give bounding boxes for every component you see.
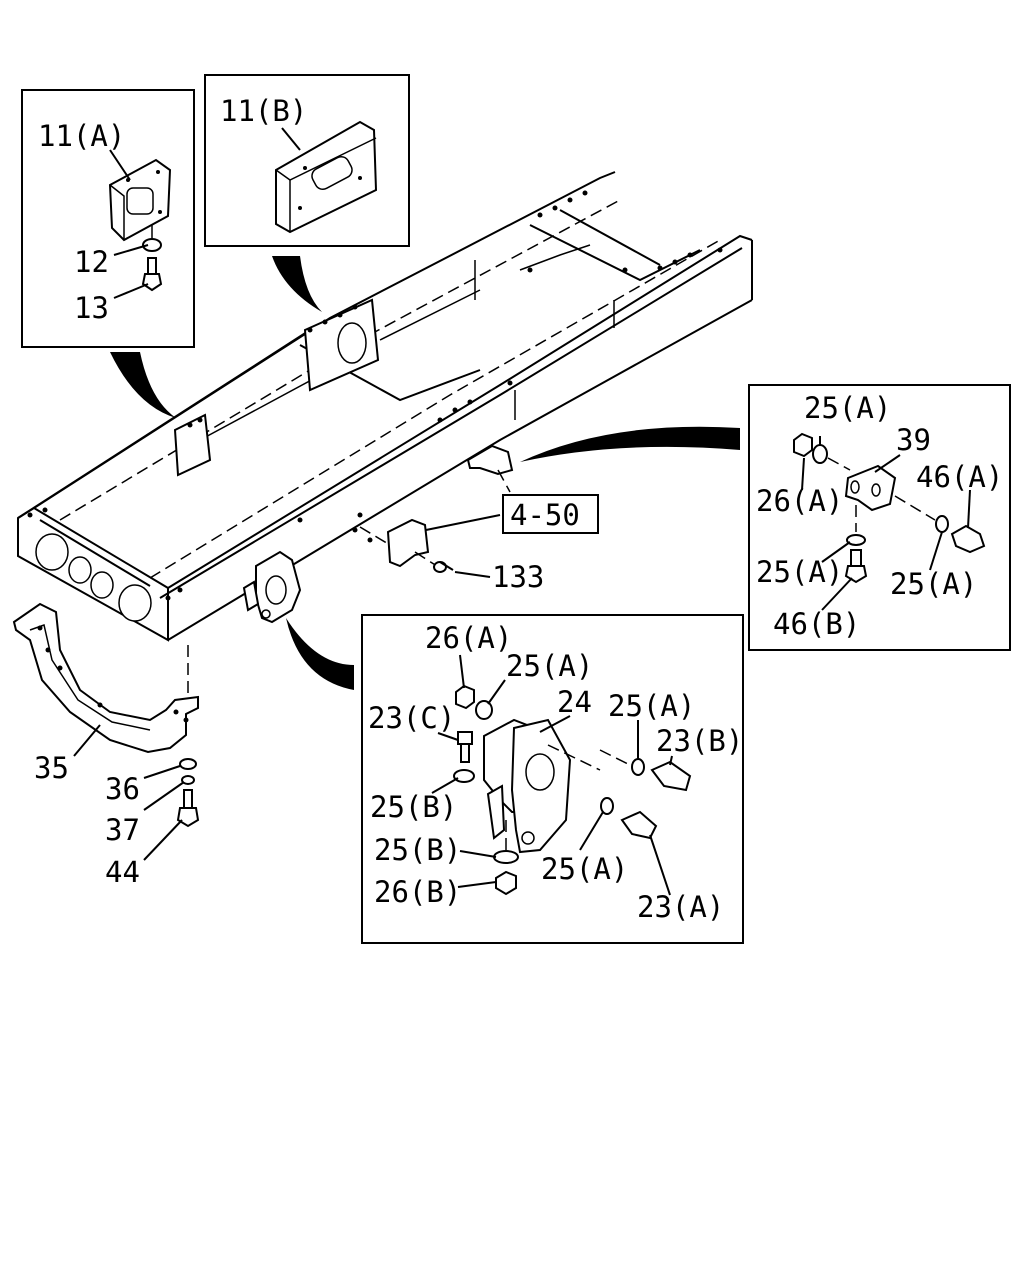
label-11a: 11(A) — [38, 119, 125, 153]
label-ref-4-50: 4-50 — [510, 498, 580, 532]
label-25b-1: 25(B) — [370, 790, 457, 824]
label-25a-2: 25(A) — [756, 555, 843, 589]
label-26a-1: 26(A) — [756, 484, 843, 518]
label-25a-1: 25(A) — [804, 391, 891, 425]
label-25a-6: 25(A) — [541, 852, 628, 886]
ref-4-50-box — [502, 494, 599, 534]
label-25b-2: 25(B) — [374, 833, 461, 867]
label-23a: 23(A) — [637, 890, 724, 924]
crossmember-35 — [12, 602, 200, 828]
label-25a-5: 25(A) — [608, 689, 695, 723]
label-37: 37 — [105, 813, 140, 847]
inset-24 — [361, 614, 744, 944]
inset-11b — [204, 74, 410, 247]
label-11b: 11(B) — [220, 94, 307, 128]
inset-39 — [748, 384, 1011, 651]
callout-labels: 11(A) 11(B) 12 13 25(A) 39 26(A) 46(A) 2… — [34, 94, 1003, 924]
label-25a-4: 25(A) — [506, 649, 593, 683]
label-44: 44 — [105, 855, 140, 889]
label-24: 24 — [557, 685, 592, 719]
label-39: 39 — [896, 423, 931, 457]
label-46b: 46(B) — [773, 607, 860, 641]
label-12: 12 — [74, 245, 109, 279]
label-23c: 23(C) — [368, 701, 455, 735]
chassis-frame — [17, 171, 753, 705]
label-23b: 23(B) — [656, 724, 743, 758]
label-25a-3: 25(A) — [890, 567, 977, 601]
label-26a-2: 26(A) — [425, 621, 512, 655]
leader-lines — [73, 127, 971, 896]
frame-bracket-24 — [242, 550, 302, 624]
inset-11a — [21, 89, 195, 348]
label-13: 13 — [74, 291, 109, 325]
bracket-4-50 — [359, 518, 454, 573]
label-133: 133 — [492, 560, 544, 594]
label-36: 36 — [105, 772, 140, 806]
label-26b: 26(B) — [374, 875, 461, 909]
label-46a: 46(A) — [916, 460, 1003, 494]
label-35: 35 — [34, 751, 69, 785]
callout-arrows — [110, 256, 740, 690]
